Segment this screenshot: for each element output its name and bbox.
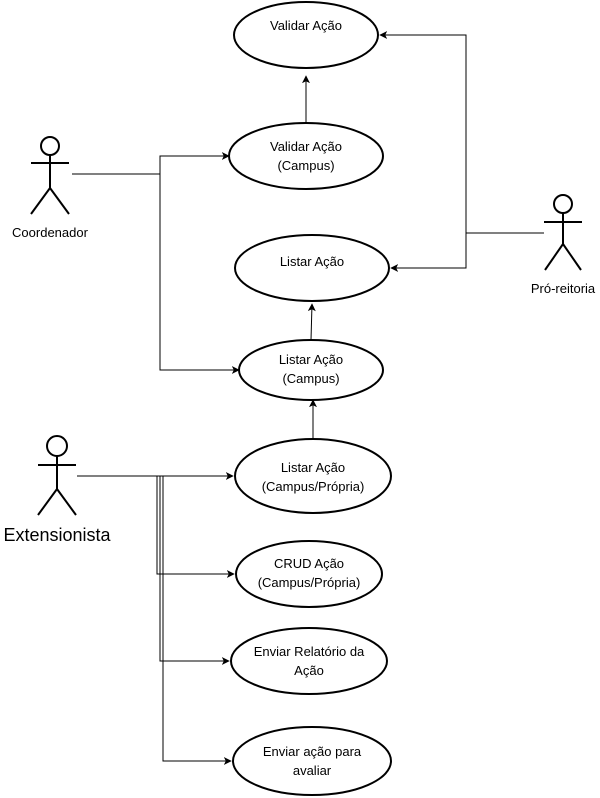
use-case-listar-acao-campus-propria[interactable]: Listar Ação (Campus/Própria)	[234, 438, 392, 514]
use-case-listar-acao-campus-propria-line1: Listar Ação	[281, 460, 345, 475]
use-case-listar-acao-campus-line1: Listar Ação	[279, 352, 343, 367]
use-case-validar-acao-campus-line2: (Campus)	[277, 158, 334, 173]
actor-coordenador[interactable]: Coordenador	[12, 136, 89, 240]
connectors	[72, 31, 544, 765]
use-case-enviar-acao-avaliar-line1: Enviar ação para	[263, 744, 362, 759]
stick-figure-icon	[30, 136, 70, 215]
actor-extensionista[interactable]: Extensionista	[3, 435, 112, 545]
edge-coordenador-to-validar-campus	[72, 152, 230, 175]
actor-coordenador-label: Coordenador	[12, 225, 89, 240]
use-case-enviar-relatorio-line1: Enviar Relatório da	[254, 644, 365, 659]
edge-extensionista-to-relatorio	[159, 476, 230, 665]
use-case-crud-acao-line1: CRUD Ação	[274, 556, 344, 571]
use-case-listar-acao-campus-line2: (Campus)	[282, 371, 339, 386]
use-case-validar-acao-campus-line1: Validar Ação	[270, 139, 342, 154]
actor-pro-reitoria[interactable]: Pró-reitoria	[531, 194, 596, 296]
use-case-validar-acao-campus[interactable]: Validar Ação (Campus)	[228, 122, 384, 190]
edge-proreitoria-to-listar	[390, 233, 467, 272]
use-case-validar-acao-line1: Validar Ação	[270, 18, 342, 33]
use-case-crud-acao-line2: (Campus/Própria)	[258, 575, 361, 590]
stick-figure-icon	[37, 435, 77, 516]
use-case-enviar-acao-avaliar[interactable]: Enviar ação para avaliar	[232, 726, 392, 796]
edge-proreitoria-to-validar	[379, 31, 544, 234]
use-case-enviar-acao-avaliar-line2: avaliar	[293, 763, 332, 778]
use-case-enviar-relatorio[interactable]: Enviar Relatório da Ação	[230, 627, 388, 695]
actor-extensionista-label: Extensionista	[3, 525, 111, 545]
use-case-listar-acao[interactable]: Listar Ação	[234, 234, 390, 302]
actor-pro-reitoria-label: Pró-reitoria	[531, 281, 596, 296]
use-case-listar-acao-campus[interactable]: Listar Ação (Campus)	[238, 339, 384, 401]
edge-extensionista-to-crud	[156, 476, 235, 578]
use-case-crud-acao[interactable]: CRUD Ação (Campus/Própria)	[235, 540, 383, 608]
use-case-listar-acao-line1: Listar Ação	[280, 254, 344, 269]
stick-figure-icon	[544, 194, 582, 271]
use-case-enviar-relatorio-line2: Ação	[294, 663, 324, 678]
use-case-validar-acao[interactable]: Validar Ação	[233, 1, 379, 69]
edge-listar-campus-to-listar	[307, 303, 316, 341]
edge-extensionista-to-avaliar	[162, 476, 232, 765]
edge-coordenador-to-listar-campus	[159, 174, 240, 374]
use-case-listar-acao-campus-propria-line2: (Campus/Própria)	[262, 479, 365, 494]
